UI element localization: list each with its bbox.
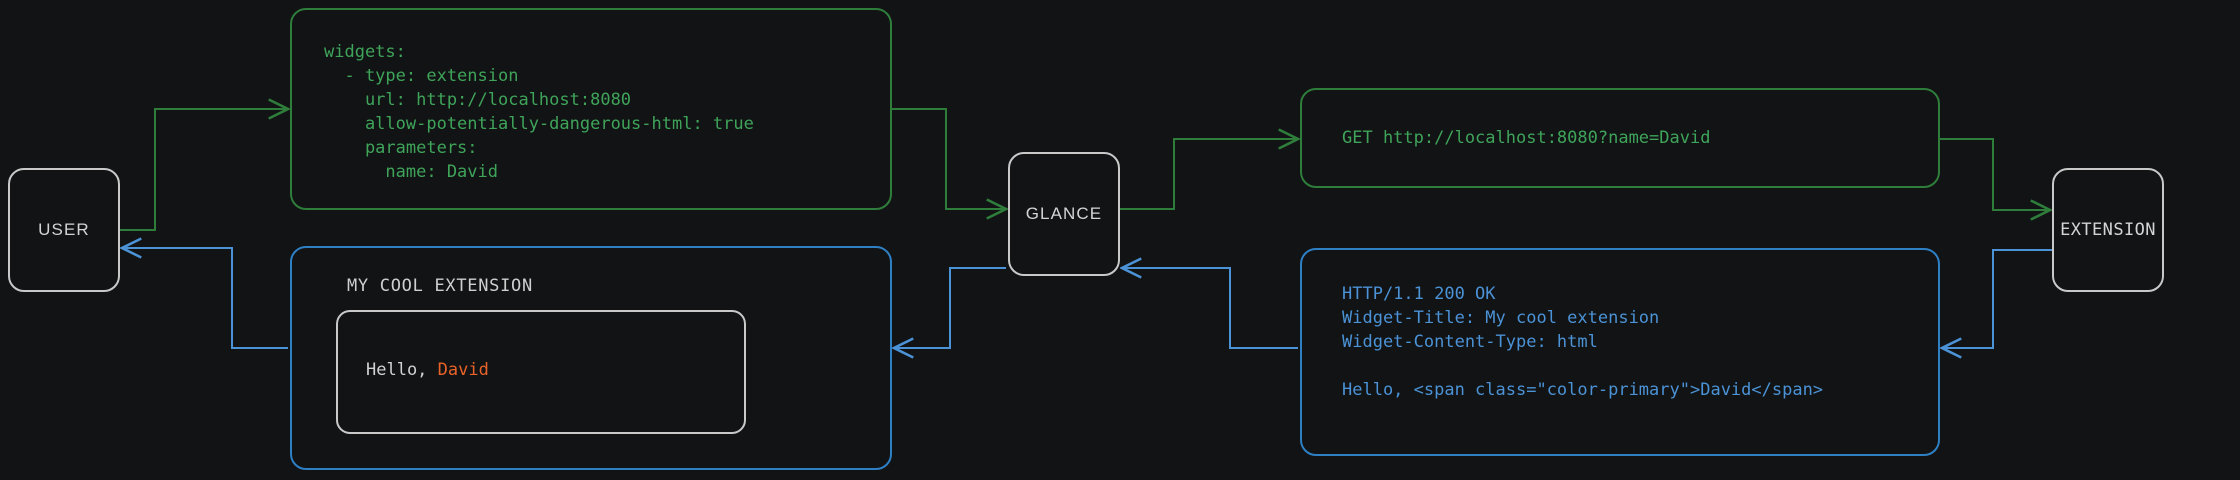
edge-glance-to-request xyxy=(1120,139,1298,210)
widget-body-prefix: Hello, xyxy=(366,360,438,380)
edge-glance-to-widget xyxy=(894,267,1006,348)
edge-request-to-extension-line xyxy=(1940,138,2050,210)
node-glance[interactable]: GLANCE xyxy=(1008,152,1120,276)
panel-yaml-config: widgets: - type: extension url: http://l… xyxy=(290,8,892,210)
widget-preview-body: Hello, David xyxy=(366,360,489,380)
edge-widget-to-user xyxy=(122,248,288,349)
edge-config-to-glance xyxy=(892,108,1006,209)
panel-http-request: GET http://localhost:8080?name=David xyxy=(1300,88,1940,188)
edge-user-to-config xyxy=(120,109,288,231)
widget-preview-card: Hello, David xyxy=(336,310,746,434)
panel-widget-preview: MY COOL EXTENSION Hello, David xyxy=(290,246,892,470)
node-extension[interactable]: EXTENSION xyxy=(2052,168,2164,292)
edge-response-to-glance xyxy=(1122,268,1298,349)
widget-body-accent-name: David xyxy=(437,360,489,380)
node-glance-label: GLANCE xyxy=(1025,204,1103,223)
yaml-config-code: widgets: - type: extension url: http://l… xyxy=(324,42,754,182)
edge-extension-to-response xyxy=(1942,249,2052,348)
node-user[interactable]: USER xyxy=(8,168,120,292)
http-request-code: GET http://localhost:8080?name=David xyxy=(1342,128,1711,148)
node-user-label: USER xyxy=(38,220,90,239)
http-response-code: HTTP/1.1 200 OK Widget-Title: My cool ex… xyxy=(1342,284,1824,400)
widget-preview-title: MY COOL EXTENSION xyxy=(347,276,533,296)
node-extension-label: EXTENSION xyxy=(2060,220,2156,240)
panel-http-response: HTTP/1.1 200 OK Widget-Title: My cool ex… xyxy=(1300,248,1940,456)
